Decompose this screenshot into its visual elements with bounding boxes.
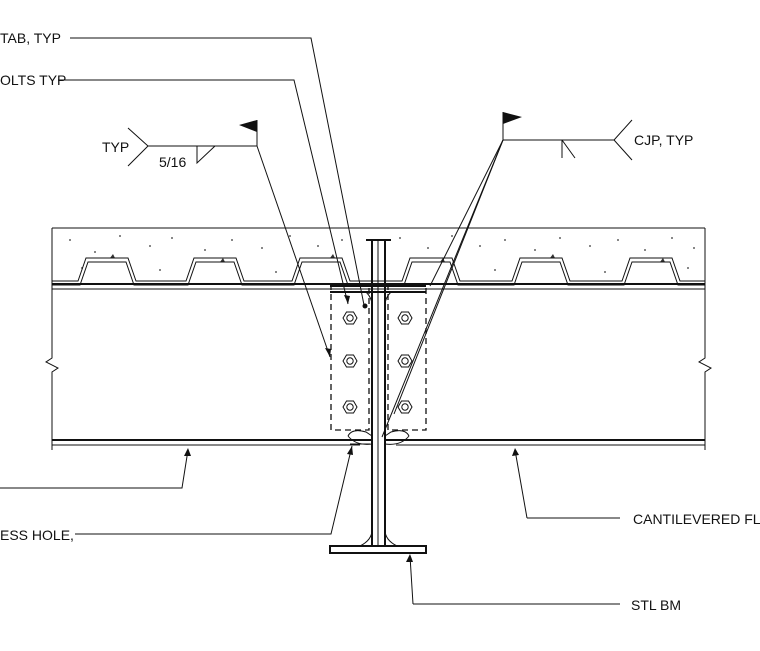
steel-beam-section: [329, 239, 427, 554]
access-hole-label: ESS HOLE,: [0, 527, 74, 543]
weld-typ-label: TYP: [102, 139, 129, 155]
cjp-weld-label: CJP, TYP: [634, 132, 693, 148]
bolts-label: OLTS TYP: [0, 72, 66, 88]
cantilevered-floor-beam: [45, 289, 712, 450]
shear-tab-plates: [330, 285, 427, 431]
cantilevered-floor-label: CANTILEVERED FLR: [633, 511, 760, 527]
leader-lines: [0, 37, 633, 605]
bolts: [342, 311, 413, 414]
shear-tab-label: TAB, TYP: [0, 30, 61, 46]
steel-beam-label: STL BM: [631, 597, 681, 613]
weld-size-label: 5/16: [159, 154, 186, 170]
